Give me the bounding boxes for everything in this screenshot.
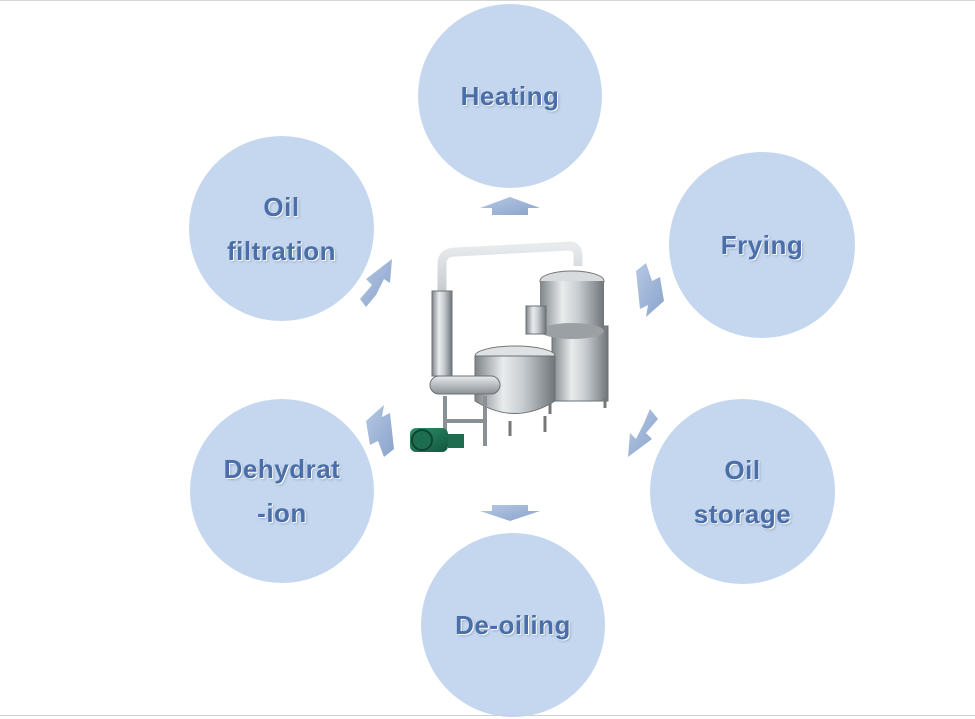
node-de-oiling: De-oiling bbox=[421, 533, 605, 717]
node-dehydration: Dehydrat -ion bbox=[190, 399, 374, 583]
arrow-to-frying-icon bbox=[636, 263, 664, 317]
arrow-up-icon bbox=[480, 197, 540, 215]
node-de-oiling-label: De-oiling bbox=[455, 610, 571, 640]
arrow-to-oil-filtration-icon bbox=[360, 259, 392, 307]
node-heating: Heating bbox=[418, 4, 602, 188]
bottom-border bbox=[0, 715, 975, 716]
node-heating-label: Heating bbox=[460, 81, 560, 111]
arrow-down-icon bbox=[480, 505, 540, 521]
node-oil-filtration-label: Oil filtration bbox=[227, 191, 336, 266]
vacuum-fryer-machine-image bbox=[410, 241, 609, 452]
node-oil-storage: Oil storage bbox=[650, 399, 835, 584]
node-oil-storage-label: Oil storage bbox=[693, 454, 792, 529]
node-frying-label: Frying bbox=[720, 230, 804, 260]
arrow-to-oil-storage-icon bbox=[628, 409, 658, 457]
node-oil-filtration: Oil filtration bbox=[189, 136, 374, 321]
arrow-to-dehydration-icon bbox=[366, 405, 394, 457]
node-dehydration-label: Dehydrat -ion bbox=[223, 454, 341, 528]
node-frying: Frying bbox=[669, 152, 855, 338]
